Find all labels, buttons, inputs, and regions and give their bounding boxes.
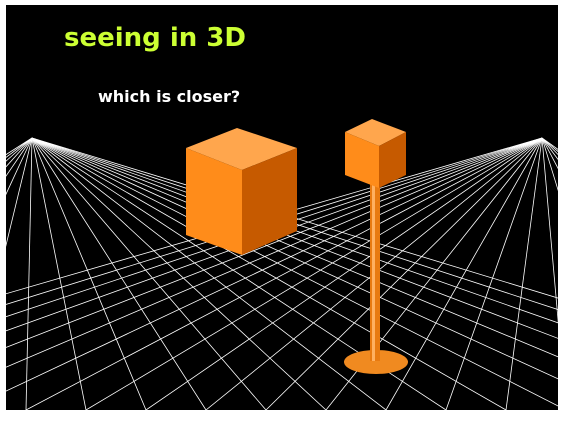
- slide-subtitle: which is closer?: [98, 87, 240, 107]
- grid-line: [542, 138, 558, 410]
- grid-line: [6, 138, 32, 410]
- grid-line: [446, 138, 542, 410]
- grid-line: [6, 138, 32, 410]
- grid-line: [6, 138, 32, 410]
- grid-line: [542, 138, 558, 410]
- perspective-scene: [6, 5, 558, 410]
- grid-line: [6, 138, 32, 410]
- grid-line: [266, 138, 542, 410]
- pole-cube: [345, 119, 406, 188]
- grid-line: [6, 138, 32, 410]
- grid-line: [26, 138, 32, 410]
- near-cube: [186, 128, 297, 255]
- grid-line: [32, 138, 146, 410]
- grid-line: [6, 138, 32, 410]
- grid-line: [86, 138, 542, 410]
- pole-highlight: [372, 181, 375, 361]
- grid-line: [542, 138, 558, 410]
- grid-line: [32, 138, 206, 410]
- grid-line: [542, 138, 558, 410]
- slide: seeing in 3D which is closer?: [6, 5, 558, 410]
- grid-line: [32, 138, 86, 410]
- slide-title: seeing in 3D: [64, 23, 246, 53]
- grid-line: [6, 138, 32, 410]
- grid-line: [542, 138, 558, 410]
- grid-line: [542, 138, 558, 410]
- grid-line: [542, 138, 558, 410]
